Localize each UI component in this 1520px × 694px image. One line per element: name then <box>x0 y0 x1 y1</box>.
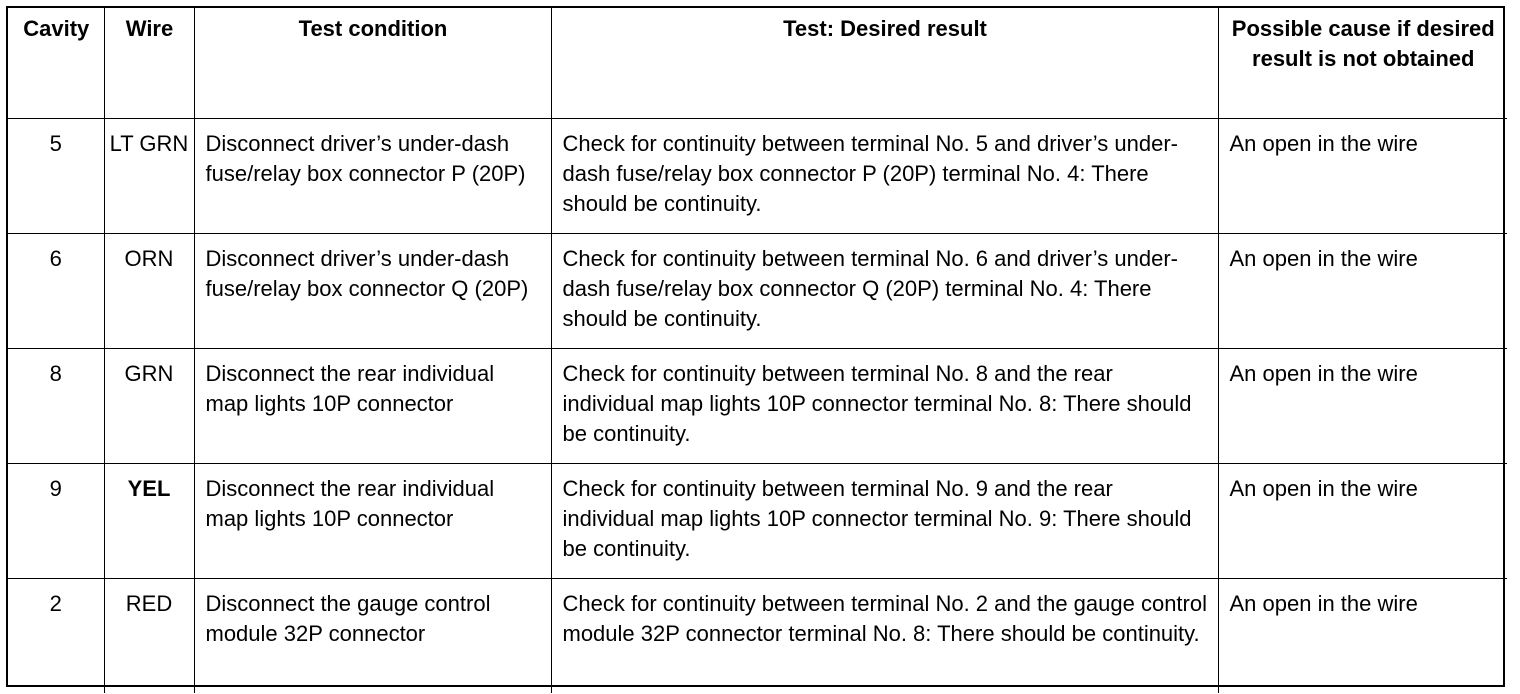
wire-cell: LT GRN <box>103 118 195 234</box>
cause-cell: An open in the wire <box>1217 118 1507 234</box>
wire-cell: RED <box>103 578 195 693</box>
cause-cell: An open in the wire <box>1217 578 1507 693</box>
table-row: 6 ORN Disconnect driver’s under-dash fus… <box>8 233 1507 349</box>
condition-cell: Disconnect the rear individual map light… <box>193 348 552 464</box>
header-cavity: Cavity <box>8 8 105 119</box>
header-row: Cavity Wire Test condition Test: Desired… <box>8 8 1507 119</box>
cause-cell: An open in the wire <box>1217 463 1507 579</box>
wire-cell: ORN <box>103 233 195 349</box>
result-cell: Check for continuity between terminal No… <box>550 578 1219 693</box>
cavity-cell: 9 <box>8 463 105 579</box>
result-cell: Check for continuity between terminal No… <box>550 463 1219 579</box>
wire-cell: YEL <box>103 463 195 579</box>
cavity-cell: 8 <box>8 348 105 464</box>
wire-cell: GRN <box>103 348 195 464</box>
table-row: 8 GRN Disconnect the rear individual map… <box>8 348 1507 464</box>
cavity-cell: 5 <box>8 118 105 234</box>
cavity-cell: 6 <box>8 233 105 349</box>
table-row: 2 RED Disconnect the gauge control modul… <box>8 578 1507 693</box>
result-cell: Check for continuity between terminal No… <box>550 118 1219 234</box>
header-possible-cause: Possible cause if desired result is not … <box>1217 8 1507 119</box>
continuity-test-table: Cavity Wire Test condition Test: Desired… <box>8 8 1507 693</box>
condition-cell: Disconnect driver’s under-dash fuse/rela… <box>193 233 552 349</box>
condition-cell: Disconnect driver’s under-dash fuse/rela… <box>193 118 552 234</box>
cavity-cell: 2 <box>8 578 105 693</box>
condition-cell: Disconnect the gauge control module 32P … <box>193 578 552 693</box>
continuity-test-table-frame: Cavity Wire Test condition Test: Desired… <box>6 6 1507 693</box>
header-test-desired-result: Test: Desired result <box>550 8 1219 119</box>
table-row: 5 LT GRN Disconnect driver’s under-dash … <box>8 118 1507 234</box>
header-wire: Wire <box>103 8 195 119</box>
header-test-condition: Test condition <box>193 8 552 119</box>
result-cell: Check for continuity between terminal No… <box>550 348 1219 464</box>
result-cell: Check for continuity between terminal No… <box>550 233 1219 349</box>
condition-cell: Disconnect the rear individual map light… <box>193 463 552 579</box>
table-row: 9 YEL Disconnect the rear individual map… <box>8 463 1507 579</box>
cause-cell: An open in the wire <box>1217 233 1507 349</box>
cause-cell: An open in the wire <box>1217 348 1507 464</box>
